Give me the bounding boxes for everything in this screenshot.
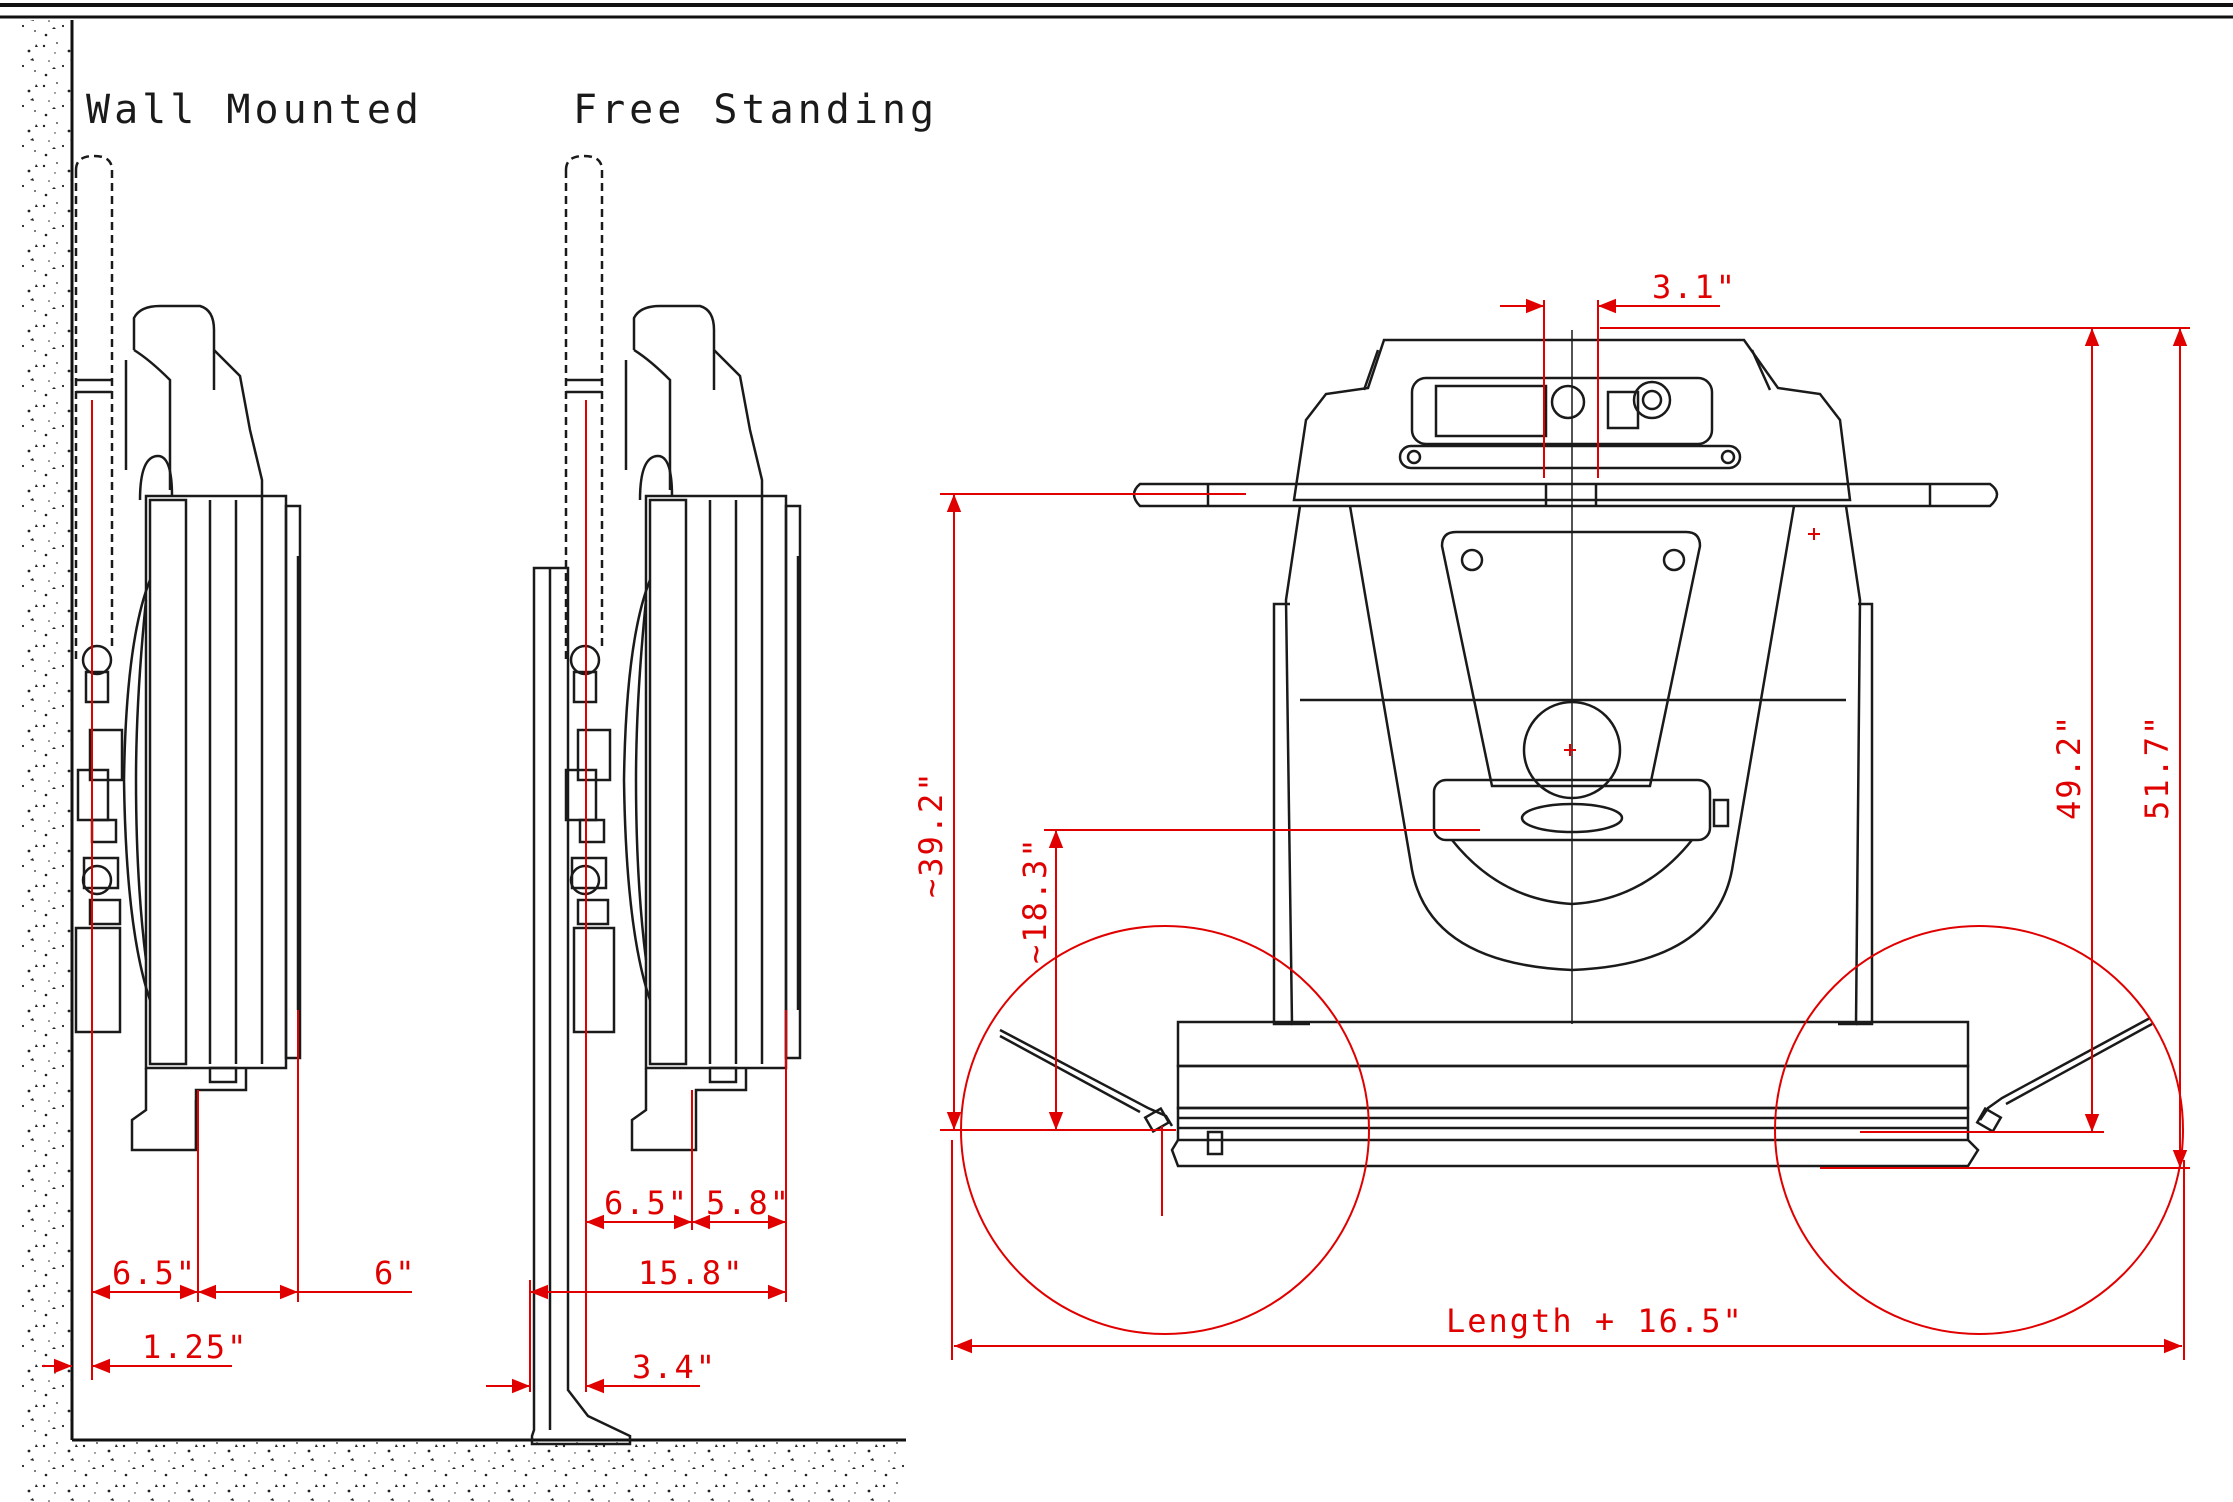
wall-mounted-side-view: [74, 154, 302, 1152]
dimension-labels: 6.5" 6" 1.25" 6.5" 5.8" 15.8" 3.4" 3.1" …: [112, 268, 2176, 1386]
free-standing-title: Free Standing: [573, 87, 938, 133]
front-view: [999, 338, 2153, 1168]
front-dim-51-7: 51.7": [2138, 714, 2176, 820]
front-dim-length: Length + 16.5": [1446, 1302, 1744, 1340]
front-dim-18-3: ~18.3": [1016, 836, 1054, 964]
dimension-lines: [42, 298, 2190, 1394]
front-dim-49-2: 49.2": [2050, 714, 2088, 820]
free-dim-5-8: 5.8": [706, 1184, 791, 1222]
free-dim-3-4: 3.4": [632, 1348, 717, 1386]
free-standing-side-view: [530, 154, 802, 1446]
wall-dim-6: 6": [374, 1254, 417, 1292]
front-dim-3-1: 3.1": [1652, 268, 1737, 306]
free-dim-15-8: 15.8": [638, 1254, 744, 1292]
free-dim-6-5: 6.5": [604, 1184, 689, 1222]
wall-hatch: [22, 20, 74, 1502]
drawing-frame: [0, 3, 2233, 19]
floor-hatch: [30, 1438, 906, 1502]
wall-dim-6-5: 6.5": [112, 1254, 197, 1292]
wall-dim-1-25: 1.25": [142, 1328, 248, 1366]
front-dim-39-2: ~39.2": [912, 770, 950, 898]
wall-mounted-title: Wall Mounted: [86, 87, 423, 133]
